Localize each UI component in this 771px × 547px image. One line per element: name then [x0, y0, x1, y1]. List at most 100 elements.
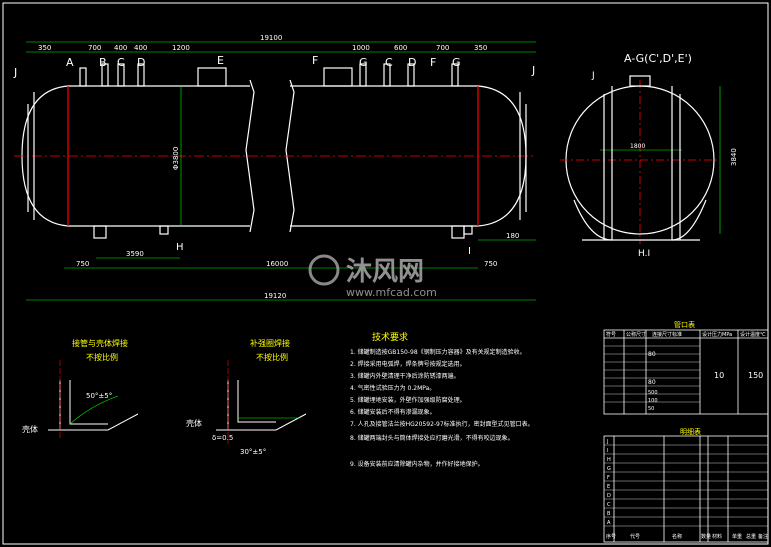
dim-top-2: 700 [88, 44, 101, 52]
nozzle-size-1: 500 [648, 390, 658, 396]
nozzle-table-h5: 设计温度℃ [740, 331, 766, 338]
nozzle-label-f2: F [430, 56, 436, 69]
dim-top-8: 700 [436, 44, 449, 52]
tech-req-6: 6. 储罐安装后不得有渗漏现象。 [350, 408, 436, 416]
nozzle-table-h1: 符号 [606, 331, 616, 338]
tech-req-4: 4. 气密性试验压力为 0.2MPa。 [350, 384, 435, 392]
parts-row-f: F [607, 475, 610, 481]
nozzle-size-3: 50 [648, 406, 654, 412]
nozzle-val-4: 150 [748, 371, 763, 380]
parts-footer-2: 代号 [630, 533, 640, 540]
tech-req-8: 8. 储罐两端封头与筒体焊接处应打磨光滑，不得有咬边现象。 [350, 434, 514, 442]
nozzle-label-d: D [137, 56, 145, 69]
watermark-url: www.mfcad.com [346, 286, 437, 299]
weld-left-title: 接管与壳体焊接 [72, 338, 128, 348]
dim-top-5: 1200 [172, 44, 190, 52]
nozzle-table-h2: 公称尺寸 [626, 331, 646, 338]
end-view-width: 1800 [630, 143, 645, 150]
main-view-labels: 19100 350 700 400 400 1200 1000 600 700 … [13, 34, 535, 300]
end-view-labels: A-G(C',D',E') 1800 3840 H.I J [591, 52, 738, 259]
parts-row-a: A [607, 520, 611, 526]
end-view-bottom: H.I [638, 249, 650, 259]
parts-footer-7: 总重 [746, 533, 756, 540]
dim-bottom-1: 750 [76, 260, 89, 268]
end-label-left: J [13, 66, 17, 79]
dim-top-4: 400 [134, 44, 147, 52]
parts-footer-3: 名称 [672, 533, 682, 540]
nozzle-val-2: 80 [648, 379, 656, 386]
weld-right-shell: 壳体 [186, 418, 202, 428]
parts-footer-8: 备注 [758, 533, 768, 540]
end-view [560, 75, 721, 244]
tech-req-7: 7. 人孔及接管法兰按HG20592-97标准执行，密封面型式见管口表。 [350, 420, 534, 428]
weld-detail-right-labels: 补强圈焊接 不按比例 壳体 δ=0.5 30°±5° [186, 338, 290, 456]
tech-req-9: 9. 设备安装前应清除罐内杂物，并作好接地保护。 [350, 460, 484, 468]
nozzle-label-d2: D [408, 56, 416, 69]
parts-row-e: E [607, 484, 610, 490]
nozzle-size-2: 100 [648, 398, 658, 404]
dim-top-6: 1000 [352, 44, 370, 52]
main-view [14, 41, 536, 301]
dim-top-7: 600 [394, 44, 407, 52]
diameter-label: Φ3800 [172, 147, 180, 170]
dim-top-9: 350 [474, 44, 487, 52]
tech-req-2: 2. 焊接采用电弧焊，焊条牌号按规定选用。 [350, 360, 466, 368]
nozzle-val-1: 80 [648, 351, 656, 358]
nozzle-label-a: A [66, 56, 74, 69]
parts-table [603, 435, 769, 543]
tech-req-5: 5. 储罐埋地安装，外壁作加强级防腐处理。 [350, 396, 466, 404]
end-view-corner: J [591, 71, 595, 81]
support-label-i: I [468, 246, 471, 257]
weld-right-angle: 30°±5° [240, 448, 266, 456]
tech-requirements: 技术要求 1. 储罐制造按GB150-98《钢制压力容器》及有关规定制造验收。 … [350, 331, 534, 468]
watermark-logo-icon [308, 254, 340, 286]
nozzle-label-g1: G [359, 56, 368, 69]
nozzle-table-h4: 设计压力MPa [702, 331, 732, 338]
nozzle-label-g2: G [452, 56, 461, 69]
weld-right-gap: δ=0.5 [212, 434, 233, 442]
parts-footer-6: 单重 [732, 533, 742, 540]
nozzle-table-title: 管口表 [674, 320, 695, 329]
watermark-brand: 沐风网 [346, 257, 424, 287]
end-view-height: 3840 [730, 148, 738, 166]
nozzle-table [603, 329, 769, 415]
weld-detail-left-labels: 接管与壳体焊接 不按比例 壳体 50°±5° [22, 338, 128, 434]
weld-left-angle: 50°±5° [86, 392, 112, 400]
weld-right-subtitle: 不按比例 [256, 352, 288, 362]
dim-top-3: 400 [114, 44, 127, 52]
dim-overall-bottom: 19120 [264, 292, 286, 300]
support-label-h: H [176, 242, 184, 253]
weld-left-subtitle: 不按比例 [86, 352, 118, 362]
nozzle-table-labels: 管口表 符号 公称尺寸 连接尺寸标准 设计压力MPa 设计温度℃ 80 80 1… [606, 320, 766, 412]
parts-row-i: I [607, 448, 608, 454]
tech-req-title: 技术要求 [372, 331, 408, 343]
parts-footer-1: 序号 [606, 533, 616, 540]
dim-bottom-5: 180 [506, 232, 519, 240]
watermark: 沐风网 www.mfcad.com [308, 254, 437, 299]
dim-top-1: 350 [38, 44, 51, 52]
end-label-right: J [531, 64, 535, 77]
parts-row-d: D [607, 493, 611, 499]
parts-table-labels: 明细表 J I H G F E D C B A 序号 代号 名称 数量 材料 单… [606, 427, 768, 540]
weld-detail-right [216, 360, 307, 444]
parts-table-title: 明细表 [680, 427, 701, 436]
parts-row-b: B [607, 511, 611, 517]
parts-footer-5: 材料 [712, 533, 722, 540]
nozzle-val-3: 10 [714, 371, 724, 380]
nozzle-label-c2: C [385, 56, 393, 69]
end-view-title: A-G(C',D',E') [624, 52, 692, 65]
nozzle-label-f1: F [312, 54, 318, 67]
nozzle-label-b: B [99, 56, 107, 69]
tech-req-1: 1. 储罐制造按GB150-98《钢制压力容器》及有关规定制造验收。 [350, 348, 526, 356]
parts-row-h: H [607, 457, 611, 463]
parts-row-c: C [607, 502, 611, 508]
nozzle-table-h3: 连接尺寸标准 [652, 331, 682, 338]
parts-row-j: J [606, 439, 608, 445]
nozzle-label-c: C [117, 56, 125, 69]
parts-footer-4: 数量 [701, 533, 711, 540]
weld-right-title: 补强圈焊接 [250, 338, 290, 348]
weld-left-shell: 壳体 [22, 424, 38, 434]
dim-bottom-4: 750 [484, 260, 497, 268]
dim-bottom-3: 16000 [266, 260, 288, 268]
